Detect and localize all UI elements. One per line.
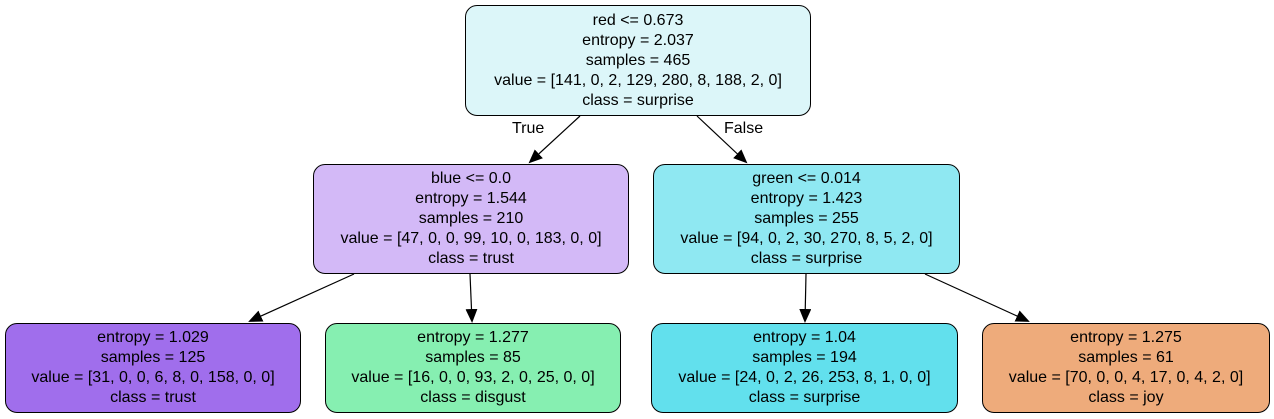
node-entropy: entropy = 1.04 (753, 329, 856, 346)
node-entropy: entropy = 2.037 (582, 31, 694, 49)
tree-leaf-left-left: entropy = 1.029 samples = 125 value = [3… (5, 323, 301, 413)
node-value: value = [24, 0, 2, 26, 253, 8, 1, 0, 0] (678, 369, 931, 386)
node-samples: samples = 465 (585, 51, 691, 69)
node-entropy: entropy = 1.423 (750, 190, 863, 207)
node-class: class = disgust (420, 389, 526, 406)
node-samples: samples = 255 (754, 210, 859, 227)
edge-root-to-left (528, 115, 581, 164)
node-class: class = trust (428, 250, 514, 267)
node-entropy: entropy = 1.275 (1070, 329, 1182, 346)
node-samples: samples = 85 (425, 349, 521, 366)
node-class: class = surprise (582, 91, 694, 109)
node-entropy: entropy = 1.544 (415, 190, 527, 207)
node-value: value = [47, 0, 0, 99, 10, 0, 183, 0, 0] (340, 230, 602, 247)
edge-left-to-left-left (248, 273, 355, 322)
node-samples: samples = 61 (1078, 349, 1174, 366)
node-value: value = [31, 0, 0, 6, 8, 0, 158, 0, 0] (31, 369, 275, 386)
tree-leaf-right-left: entropy = 1.04 samples = 194 value = [24… (651, 323, 958, 413)
edge-right-to-right-right (924, 273, 1030, 322)
edge-right-to-right-left (799, 273, 812, 323)
node-split-condition: blue <= 0.0 (430, 170, 512, 187)
node-entropy: entropy = 1.277 (417, 329, 529, 346)
node-split-condition: green <= 0.014 (752, 170, 861, 187)
node-samples: samples = 210 (418, 210, 524, 227)
node-samples: samples = 194 (752, 349, 857, 366)
node-value: value = [16, 0, 0, 93, 2, 0, 25, 0, 0] (351, 369, 595, 386)
node-entropy: entropy = 1.029 (97, 329, 209, 346)
tree-leaf-left-right: entropy = 1.277 samples = 85 value = [16… (325, 323, 621, 413)
edge-left-to-left-right (465, 273, 478, 323)
tree-node-right: green <= 0.014 entropy = 1.423 samples =… (653, 164, 960, 274)
edge-root-to-right (696, 115, 748, 164)
node-class: class = trust (110, 389, 196, 406)
edge-label-true: True (512, 120, 545, 137)
node-value: value = [94, 0, 2, 30, 270, 8, 5, 2, 0] (680, 230, 933, 247)
node-class: class = surprise (748, 389, 861, 406)
node-class: class = surprise (750, 250, 863, 267)
edge-label-false: False (724, 120, 764, 137)
node-value: value = [141, 0, 2, 129, 280, 8, 188, 2,… (494, 71, 782, 89)
node-samples: samples = 125 (100, 349, 206, 366)
node-split-condition: red <= 0.673 (592, 11, 684, 29)
node-class: class = joy (1088, 389, 1164, 406)
tree-leaf-right-right: entropy = 1.275 samples = 61 value = [70… (982, 323, 1270, 413)
tree-node-root: red <= 0.673 entropy = 2.037 samples = 4… (465, 5, 811, 116)
node-value: value = [70, 0, 0, 4, 17, 0, 4, 2, 0] (1008, 369, 1244, 386)
tree-node-left: blue <= 0.0 entropy = 1.544 samples = 21… (313, 164, 629, 274)
